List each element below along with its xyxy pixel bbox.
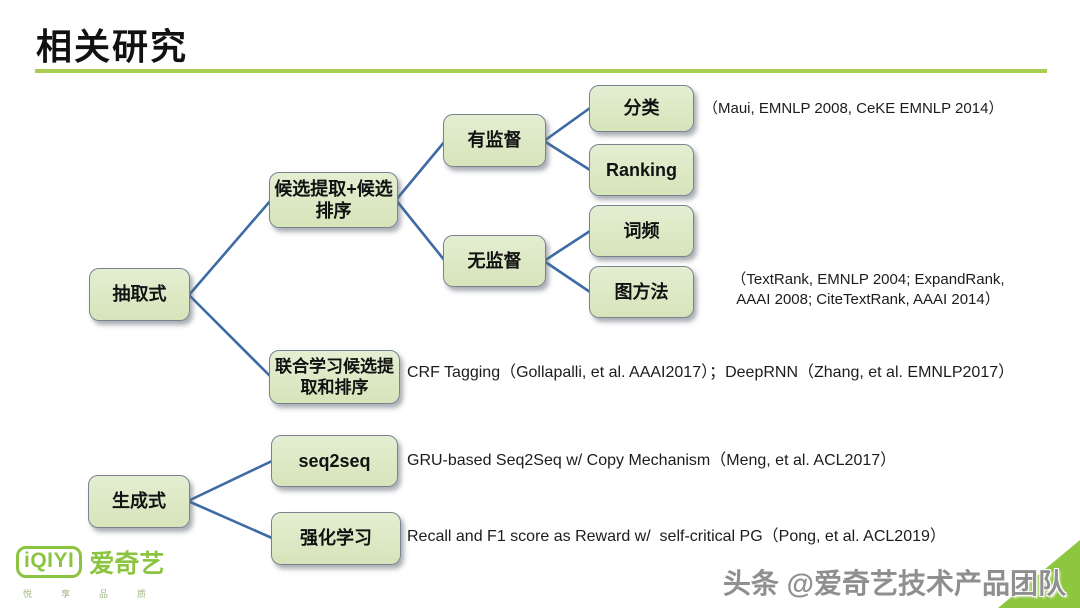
connector-supervised-ranking <box>542 139 592 172</box>
watermark: 头条 @爱奇艺技术产品团队 <box>722 568 1066 599</box>
title-underline <box>35 69 1047 73</box>
connector-generative-rl <box>186 499 274 540</box>
connector-supervised-classification <box>542 106 592 143</box>
annotation-reinforcement-refs: Recall and F1 score as Reward w/ self-cr… <box>407 528 946 545</box>
node-extractive: 抽取式 <box>89 268 190 321</box>
node-classification: 分类 <box>589 85 694 132</box>
node-term-frequency: 词频 <box>589 205 694 257</box>
connector-extractive-joint <box>187 293 273 379</box>
annotation-graph-method-refs: （TextRank, EMNLP 2004; ExpandRank, AAAI … <box>731 271 1005 308</box>
iqiyi-logo-name: 爱奇艺 <box>89 550 165 578</box>
annotation-joint-learning-refs: CRF Tagging（Gollapalli, et al. AAAI2017）… <box>407 364 1015 381</box>
connector-candidate-unsupervised <box>394 198 447 263</box>
node-candidate-extract-rank: 候选提取+候选 排序 <box>269 172 398 228</box>
page-title: 相关研究 <box>36 26 189 67</box>
node-reinforcement-learning: 强化学习 <box>271 512 401 565</box>
node-seq2seq: seq2seq <box>271 435 398 487</box>
connector-candidate-supervised <box>394 139 447 202</box>
connector-unsupervised-termfreq <box>542 229 592 263</box>
node-supervised: 有监督 <box>443 114 546 167</box>
connector-unsupervised-graph <box>542 259 592 294</box>
iqiyi-logo-icon: iQIYI <box>16 546 83 578</box>
node-joint-learning: 联合学习候选提 取和排序 <box>269 350 400 404</box>
connector-generative-seq2seq <box>186 459 274 503</box>
iqiyi-logo-tagline: 悦享品质 <box>23 589 176 599</box>
connector-extractive-candidate <box>187 198 273 297</box>
iqiyi-logo: iQIYI 爱奇艺 悦享品质 <box>16 544 175 600</box>
annotation-seq2seq-refs: GRU-based Seq2Seq w/ Copy Mechanism（Meng… <box>407 452 897 469</box>
node-graph-method: 图方法 <box>589 266 694 318</box>
node-ranking: Ranking <box>589 144 694 196</box>
node-unsupervised: 无监督 <box>443 235 546 287</box>
node-generative: 生成式 <box>88 475 190 528</box>
annotation-classification-refs: （Maui, EMNLP 2008, CeKE EMNLP 2014） <box>703 100 1004 117</box>
